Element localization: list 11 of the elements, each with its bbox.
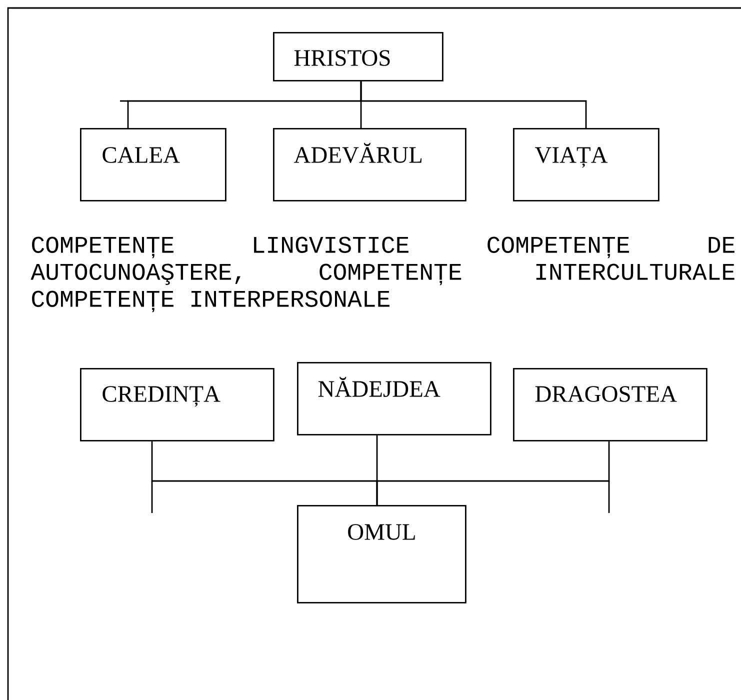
connector-line — [376, 441, 610, 505]
text-box: HRISTOS — [273, 32, 444, 82]
connector-line — [360, 81, 587, 128]
text-box: CALEA — [80, 128, 226, 202]
text-box: OMUL — [297, 505, 466, 604]
text-box: CREDINȚA — [80, 368, 274, 442]
text-box: VIAȚA — [513, 128, 660, 202]
text-box: NĂDEJDEA — [297, 362, 492, 436]
paragraph: COMPETENȚE LINGVISTICE COMPETENȚE DE AUTOCUNOAŞTERE, COMPETENȚE INTERCULTURALE COMPETENȚE INTERPERSONALE — [30, 236, 734, 312]
text-box: ADEVĂRUL — [273, 128, 466, 202]
text-box: DRAGOSTEA — [513, 368, 708, 442]
